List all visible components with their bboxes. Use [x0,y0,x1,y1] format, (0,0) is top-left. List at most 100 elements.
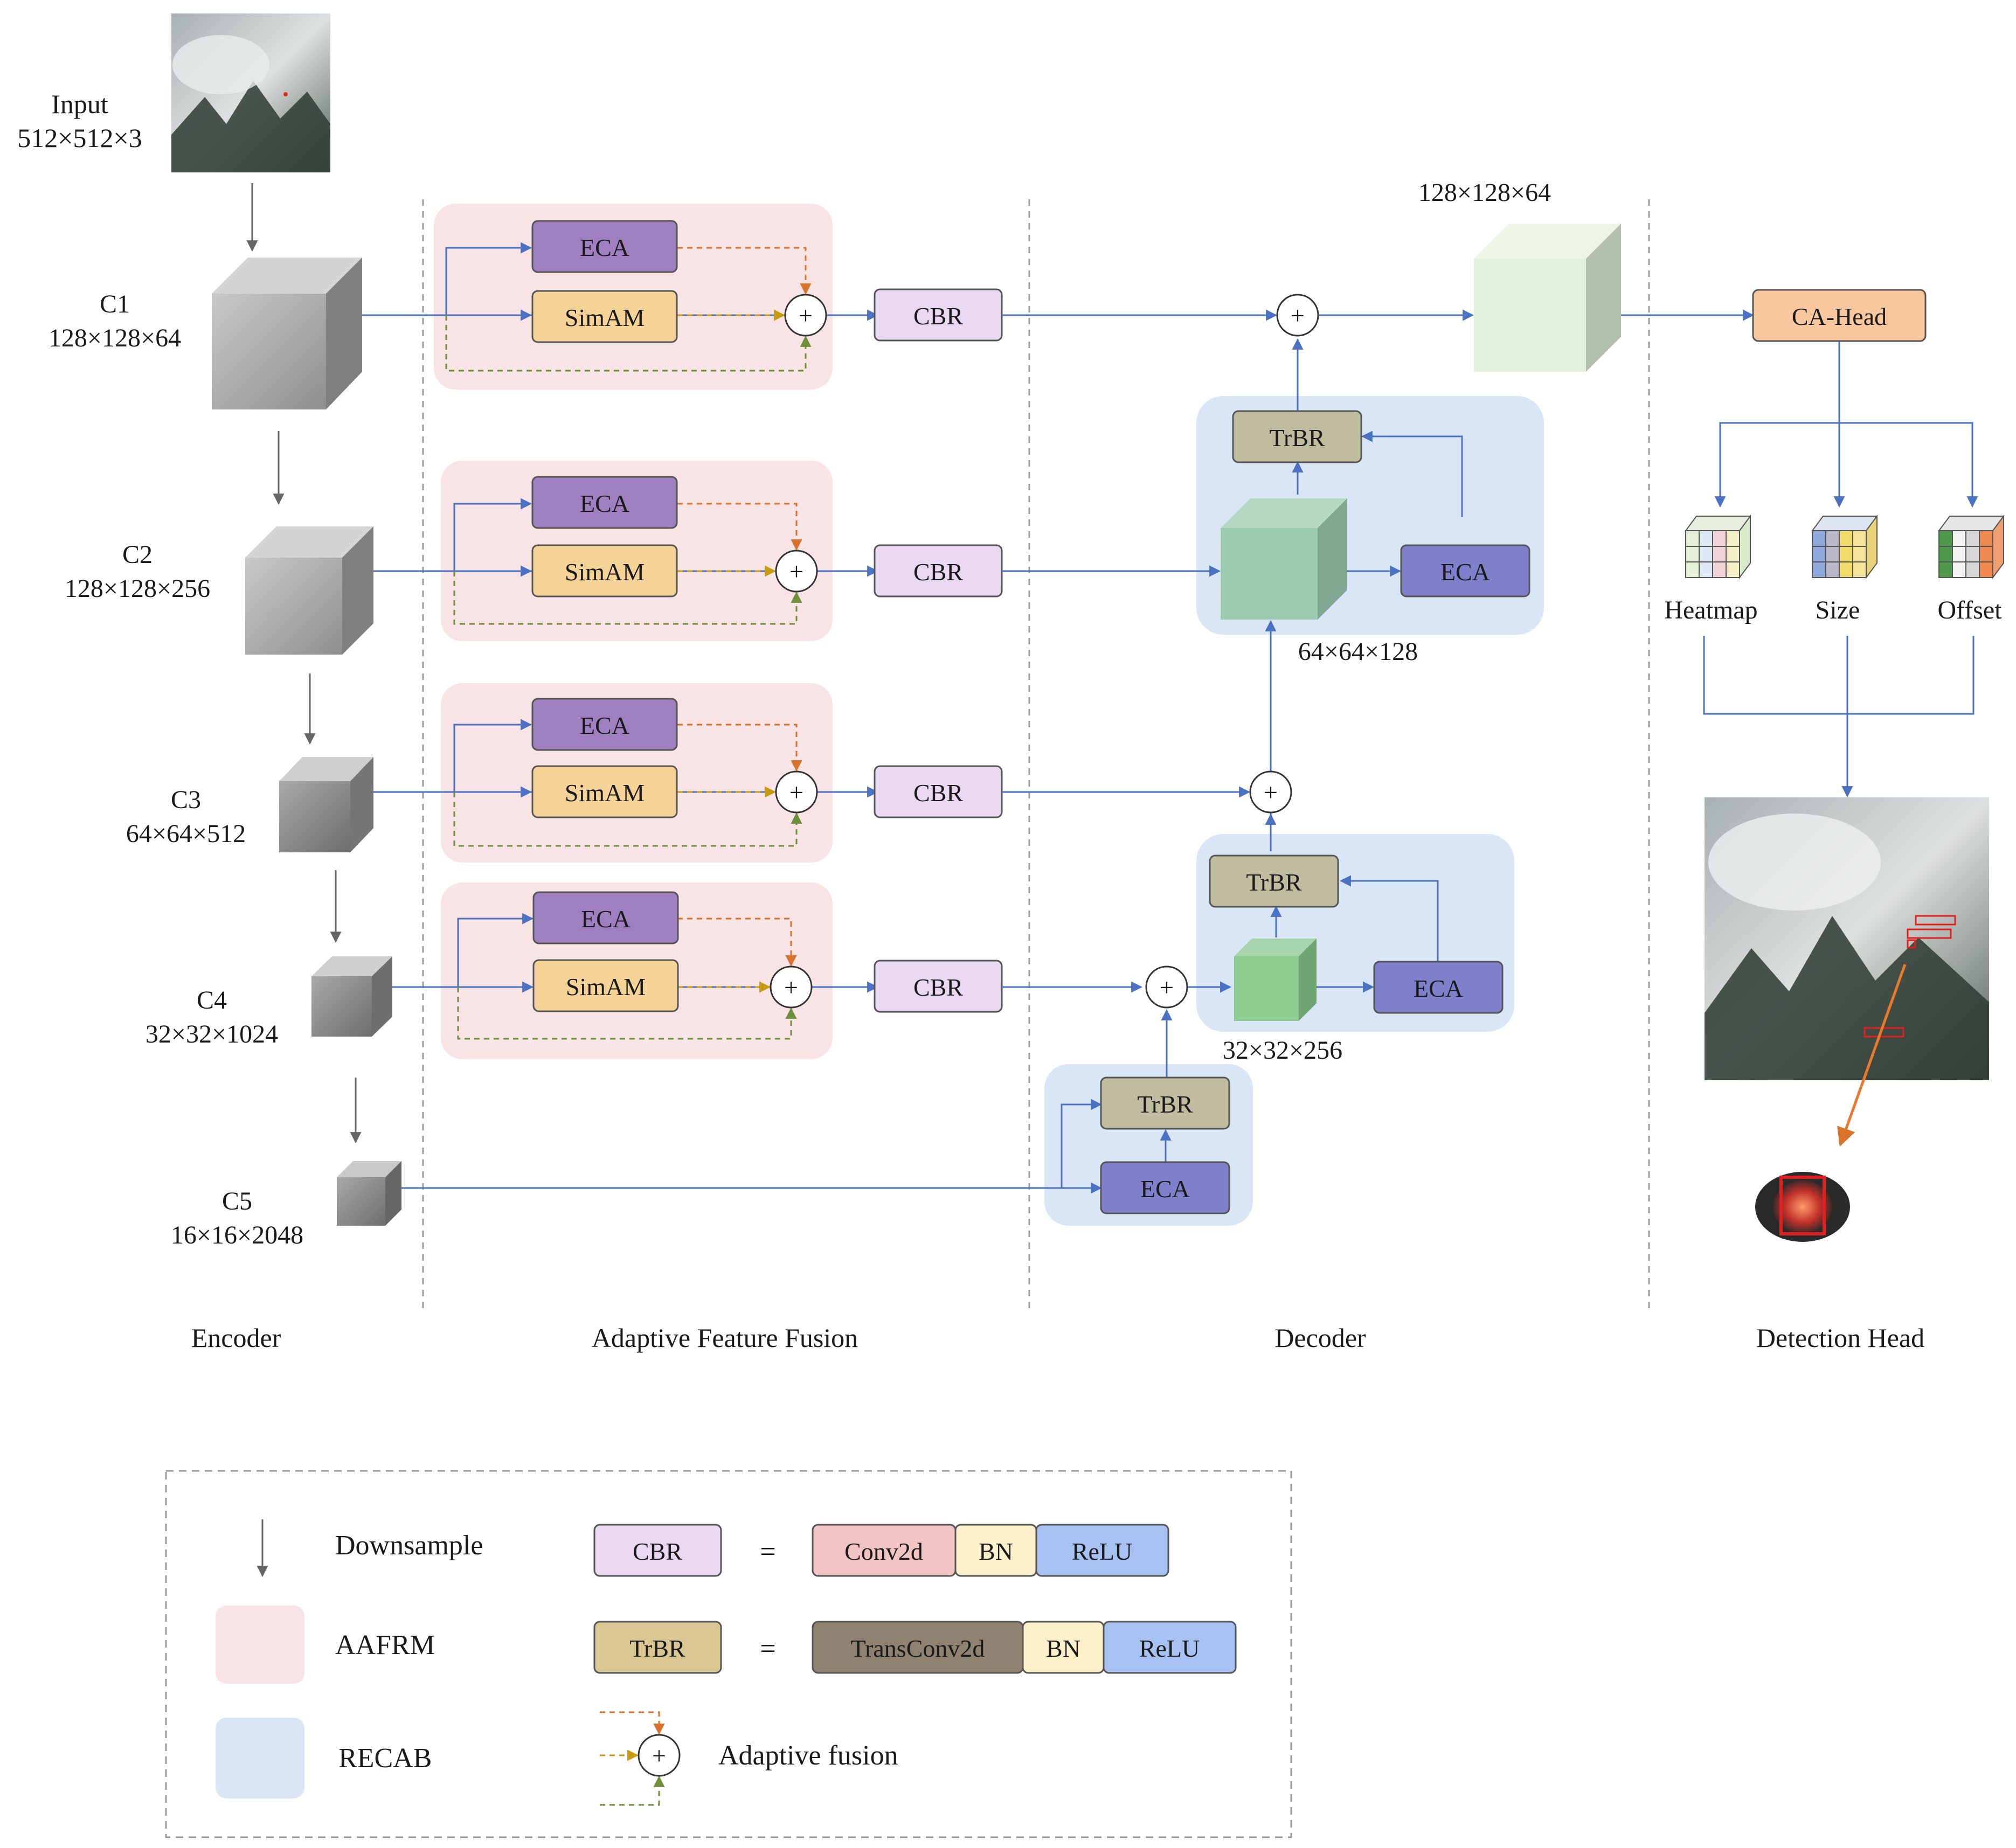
svg-text:CBR: CBR [913,779,963,807]
svg-text:+: + [789,558,803,585]
encoder-cubes [212,258,401,1226]
svg-text:ReLU: ReLU [1139,1635,1200,1662]
output-image [1705,797,1989,1147]
ca-head-block [1752,289,1927,342]
svg-text:TrBR: TrBR [1269,424,1325,451]
heatmap-tensor [1685,514,1751,580]
eca-block-low [1373,961,1504,1014]
legend-downsample: Downsample [335,1530,483,1561]
detection-head-connectors [1621,309,1978,798]
head-output-labels: Heatmap Size Offset [1664,596,2002,624]
encoder-cube-c1 [212,258,362,409]
zoomed-detection [1755,1172,1850,1242]
svg-text:+: + [784,974,798,1001]
legend: Downsample AAFRM RECAB CBR = Conv2d BN R… [165,1470,1292,1838]
c1-name: C1 [100,290,130,318]
encoder-cube-c2 [245,526,373,655]
eca-block-mid [1400,544,1530,598]
encoder-cube-c4 [311,956,392,1037]
c4-name: C4 [197,986,227,1015]
eca-block-c5 [1100,1161,1230,1214]
section-decoder: Decoder [1274,1323,1366,1353]
svg-text:+: + [652,1742,666,1769]
c2-size: 128×128×256 [65,574,210,603]
offset-tensor [1938,514,2005,580]
legend-recab: RECAB [338,1743,432,1774]
svg-text:ECA: ECA [580,234,629,261]
svg-text:TrBR: TrBR [1246,869,1301,896]
svg-text:TrBR: TrBR [1137,1090,1193,1118]
svg-text:ECA: ECA [580,712,629,739]
c3-name: C3 [171,786,201,814]
encoder-cube-c3 [279,757,373,852]
c5-name: C5 [222,1187,252,1215]
svg-text:+: + [1291,302,1305,329]
svg-text:SimAM: SimAM [565,304,645,331]
svg-text:+: + [1264,779,1278,806]
decoder-cubes [1221,224,1621,1021]
input-image [171,13,330,172]
fusion-plus-circles [770,294,827,1009]
svg-text:ECA: ECA [1140,1175,1190,1203]
svg-text:BN: BN [1046,1635,1080,1662]
decoder-cube-low [1234,939,1317,1021]
eca-block-2 [531,476,678,529]
svg-text:SimAM: SimAM [565,558,645,586]
svg-text:=: = [760,1634,775,1664]
legend-aafrm: AAFRM [335,1630,435,1661]
simam-block-4 [532,959,679,1012]
encoder-cube-c5 [337,1161,401,1226]
decoder-size-labels: 128×128×64 64×64×128 32×32×256 [1223,178,1551,1065]
legend-adaptive-fusion: Adaptive fusion [718,1740,898,1771]
decoder-block-labels: TrBR ECA TrBR ECA TrBR ECA [1137,424,1490,1203]
svg-text:CBR: CBR [913,302,963,330]
decoder-low-size: 32×32×256 [1223,1036,1342,1065]
decoder-cube-mid [1221,498,1347,620]
svg-text:ECA: ECA [1414,975,1463,1002]
section-dividers [422,199,1650,1309]
svg-text:+: + [789,779,803,806]
decoder-top-size: 128×128×64 [1418,178,1551,207]
eca-block-3 [531,698,678,751]
size-label: Size [1816,596,1860,624]
input-label: Input [51,89,108,119]
section-fusion: Adaptive Feature Fusion [592,1323,858,1353]
encoder-labels: C1 128×128×64 C2 128×128×256 C3 64×64×51… [49,290,303,1249]
simam-block-1 [531,290,678,343]
svg-text:ECA: ECA [1440,558,1490,586]
svg-text:SimAM: SimAM [565,779,645,807]
c3-size: 64×64×512 [126,819,246,848]
svg-text:TransConv2d: TransConv2d [851,1635,985,1662]
downsample-arrows [246,183,362,1144]
trbr-block-c5 [1100,1076,1230,1130]
svg-text:+: + [799,302,813,329]
c4-size: 32×32×1024 [146,1020,278,1048]
svg-text:TrBR: TrBR [629,1635,685,1662]
heatmap-label: Heatmap [1664,596,1757,624]
simam-block-3 [531,765,678,818]
svg-text:CBR: CBR [633,1538,682,1565]
decoder-mid-size: 64×64×128 [1298,637,1418,666]
decoder-plus-circles [1145,294,1319,1009]
c2-name: C2 [122,540,153,569]
eca-block-1 [531,220,678,273]
svg-text:=: = [760,1537,775,1567]
fusion-plus-labels: + + + + [784,302,813,1001]
section-labels: Encoder Adaptive Feature Fusion Decoder … [191,1323,1924,1353]
input-size: 512×512×3 [17,123,142,153]
svg-text:+: + [1160,974,1174,1001]
decoder-cube-top [1474,224,1621,372]
decoder-blocks [1100,410,1530,1214]
fusion-blocks [531,220,1003,1013]
trbr-block-mid [1232,410,1362,463]
size-tensor [1811,514,1878,580]
ca-head-label: CA-Head [1792,303,1887,330]
simam-block-2 [531,544,678,598]
svg-text:CBR: CBR [913,974,963,1001]
svg-text:BN: BN [979,1538,1013,1565]
eca-block-4 [532,891,679,944]
section-encoder: Encoder [191,1323,281,1353]
fusion-block-labels: ECA SimAM ECA SimAM ECA SimAM ECA SimAM … [565,234,963,1001]
